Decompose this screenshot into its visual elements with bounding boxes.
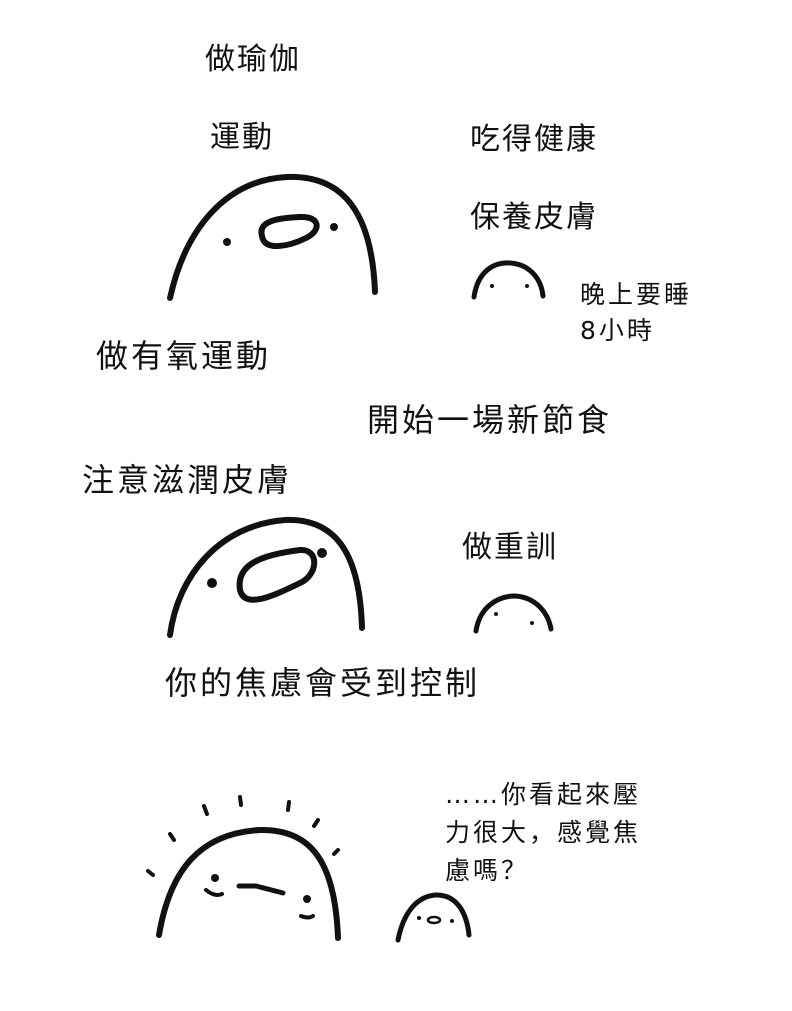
text-eat-healthy: 吃得健康 <box>470 122 598 157</box>
text-cardio: 做有氧運動 <box>96 337 272 375</box>
big-character-talking-2 <box>167 516 365 638</box>
text-anxiety-under-control: 你的焦慮會受到控制 <box>165 664 481 702</box>
text-new-diet: 開始一場新節食 <box>367 401 613 439</box>
big-character-talking-1 <box>167 173 378 301</box>
text-moisturize-skin: 注意滋潤皮膚 <box>82 461 293 499</box>
text-do-yoga: 做瑜伽 <box>205 42 301 77</box>
small-character-2 <box>473 593 554 634</box>
text-skincare: 保養皮膚 <box>470 200 598 235</box>
text-sleep-8-hours-line2: 8小時 <box>580 316 655 345</box>
text-sleep-8-hours-line1: 晚上要睡 <box>580 280 693 309</box>
small-character-asking <box>395 892 472 943</box>
small-character-1 <box>471 260 546 300</box>
speech-line-3: 慮嗎？ <box>445 856 530 885</box>
text-exercise: 運動 <box>210 120 274 155</box>
big-character-smug <box>146 795 341 941</box>
text-weight-training: 做重訓 <box>462 530 558 565</box>
speech-line-2: 力很大，感覺焦 <box>445 818 642 847</box>
speech-line-1: ……你看起來壓 <box>445 780 642 809</box>
